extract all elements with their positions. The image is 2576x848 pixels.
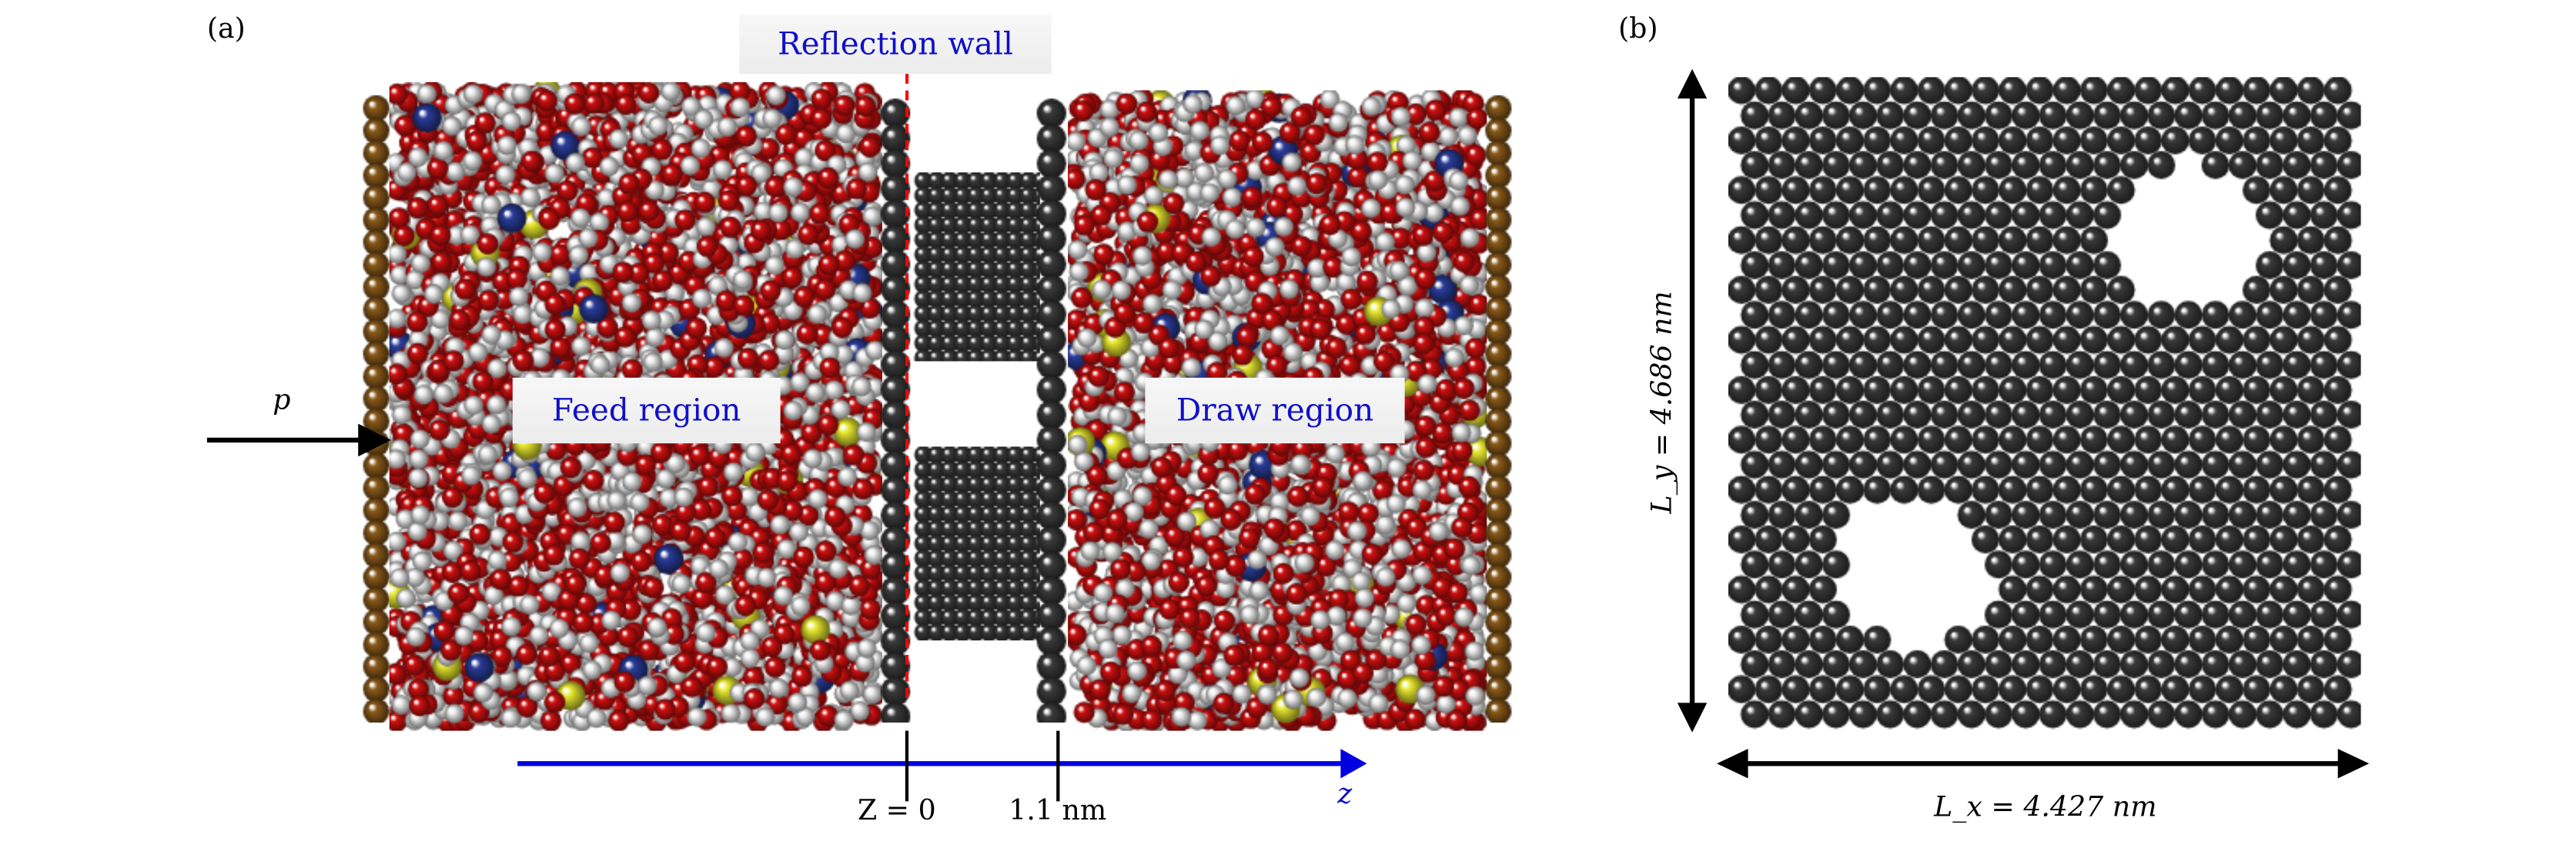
right-piston-wall: [1484, 95, 1514, 723]
z-axis-arrow: [517, 749, 1367, 779]
pressure-arrow: [206, 423, 391, 457]
graphene-sheet-with-pores: [1728, 77, 2361, 734]
ly-label: L_y = 4.686 nm: [1646, 291, 1679, 514]
reflection-wall-line: [905, 74, 909, 698]
lx-label: L_x = 4.427 nm: [1934, 791, 2157, 825]
panel-b-label: (b): [1618, 13, 1658, 46]
channel-graphene-top: [908, 172, 1040, 362]
z-axis-label: z: [1337, 778, 1353, 812]
tick-1-1nm-label: 1.1 nm: [1009, 794, 1107, 828]
right-graphene-wall: [1035, 98, 1069, 723]
pressure-label: p: [273, 384, 291, 418]
channel-graphene-bottom: [908, 446, 1040, 641]
ly-double-arrow: [1677, 68, 1708, 733]
feed-region-label: Feed region: [512, 377, 781, 444]
tick-z0-label: Z = 0: [857, 794, 936, 828]
left-piston-wall: [361, 95, 391, 723]
lx-double-arrow: [1717, 749, 2370, 779]
reflection-wall-label: Reflection wall: [739, 15, 1052, 75]
panel-a-label: (a): [206, 13, 246, 46]
draw-region-label: Draw region: [1145, 377, 1405, 444]
